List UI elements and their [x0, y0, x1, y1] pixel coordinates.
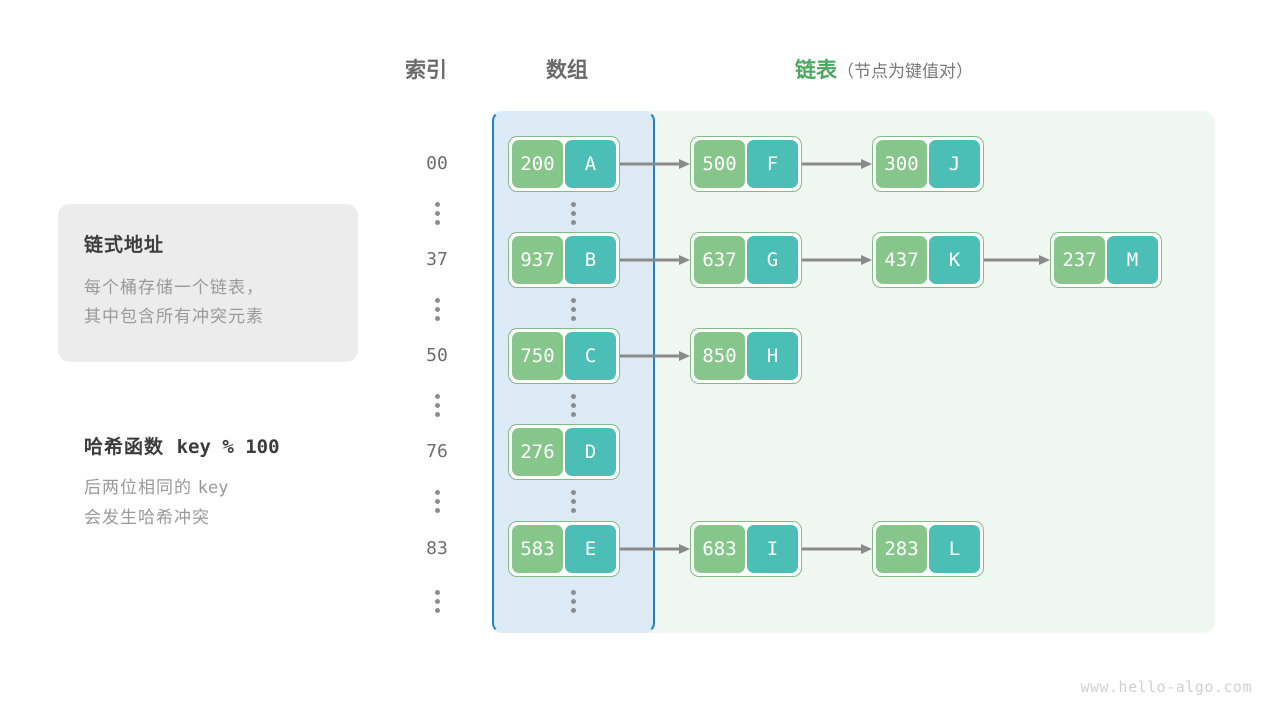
vertical-ellipsis-icon — [430, 388, 444, 422]
column-header-linked-list-label: 链表 — [795, 59, 837, 82]
node-key: 937 — [512, 236, 563, 284]
next-pointer-arrow-icon — [802, 521, 872, 577]
vertical-ellipsis-icon — [566, 196, 580, 230]
next-pointer-arrow-icon — [620, 521, 690, 577]
node-value: G — [747, 236, 798, 284]
node-key: 850 — [694, 332, 745, 380]
node-key: 437 — [876, 236, 927, 284]
hash-function-title: 哈希函数 key % 100 — [84, 432, 384, 459]
node-key: 283 — [876, 525, 927, 573]
node-value: H — [747, 332, 798, 380]
hash-note-line-1-text: 后两位相同的 — [84, 478, 192, 497]
column-header-linked-list: 链表（节点为键值对） — [795, 54, 973, 84]
vertical-ellipsis-icon — [430, 484, 444, 518]
info-card-line-2: 其中包含所有冲突元素 — [84, 307, 264, 326]
node-key: 683 — [694, 525, 745, 573]
node-key: 300 — [876, 140, 927, 188]
vertical-ellipsis-icon — [566, 292, 580, 326]
hash-function-label: 哈希函数 — [84, 437, 165, 458]
node-key: 637 — [694, 236, 745, 284]
node-value: L — [929, 525, 980, 573]
node-key: 276 — [512, 428, 563, 476]
column-header-linked-list-sublabel: （节点为键值对） — [837, 62, 973, 81]
column-header-array: 数组 — [546, 59, 588, 82]
node-value: C — [565, 332, 616, 380]
bucket-index-label: 50 — [426, 345, 448, 366]
next-pointer-arrow-icon — [984, 232, 1050, 288]
next-pointer-arrow-icon — [620, 232, 690, 288]
ellipsis-row — [0, 292, 1280, 326]
node-value: E — [565, 525, 616, 573]
info-card-chaining: 链式地址 每个桶存储一个链表， 其中包含所有冲突元素 — [58, 204, 358, 362]
node-value: K — [929, 236, 980, 284]
node-key: 237 — [1054, 236, 1105, 284]
next-pointer-arrow-icon — [620, 136, 690, 192]
vertical-ellipsis-icon — [430, 292, 444, 326]
column-header-index: 索引 — [405, 59, 447, 82]
node-value: D — [565, 428, 616, 476]
next-pointer-arrow-icon — [620, 328, 690, 384]
info-card-line-1: 每个桶存储一个链表， — [84, 278, 264, 297]
next-pointer-arrow-icon — [802, 232, 872, 288]
hash-function-expression: key % 100 — [176, 436, 280, 458]
node-value: I — [747, 525, 798, 573]
node-value: M — [1107, 236, 1158, 284]
node-value: B — [565, 236, 616, 284]
bucket-index-label: 37 — [426, 249, 448, 270]
node-key: 583 — [512, 525, 563, 573]
ellipsis-row — [0, 196, 1280, 230]
hash-note-line-2: 会发生哈希冲突 — [84, 508, 210, 527]
node-value: J — [929, 140, 980, 188]
node-value: A — [565, 140, 616, 188]
bucket-index-label: 00 — [426, 153, 448, 174]
ellipsis-row — [0, 584, 1280, 618]
node-key: 200 — [512, 140, 563, 188]
bucket-index-label: 76 — [426, 441, 448, 462]
hash-function-note: 哈希函数 key % 100 后两位相同的 key 会发生哈希冲突 — [84, 432, 384, 533]
vertical-ellipsis-icon — [430, 584, 444, 618]
bucket-index-label: 83 — [426, 538, 448, 559]
ellipsis-row — [0, 388, 1280, 422]
node-value: F — [747, 140, 798, 188]
ellipsis-row — [0, 484, 1280, 518]
hash-note-line-1: 后两位相同的 key — [84, 473, 384, 503]
footer-watermark: www.hello-algo.com — [1080, 678, 1252, 696]
next-pointer-arrow-icon — [802, 136, 872, 192]
node-key: 750 — [512, 332, 563, 380]
hash-note-line-1-mono: key — [197, 478, 229, 498]
vertical-ellipsis-icon — [566, 484, 580, 518]
vertical-ellipsis-icon — [566, 388, 580, 422]
vertical-ellipsis-icon — [566, 584, 580, 618]
vertical-ellipsis-icon — [430, 196, 444, 230]
node-key: 500 — [694, 140, 745, 188]
info-card-title: 链式地址 — [84, 235, 165, 256]
